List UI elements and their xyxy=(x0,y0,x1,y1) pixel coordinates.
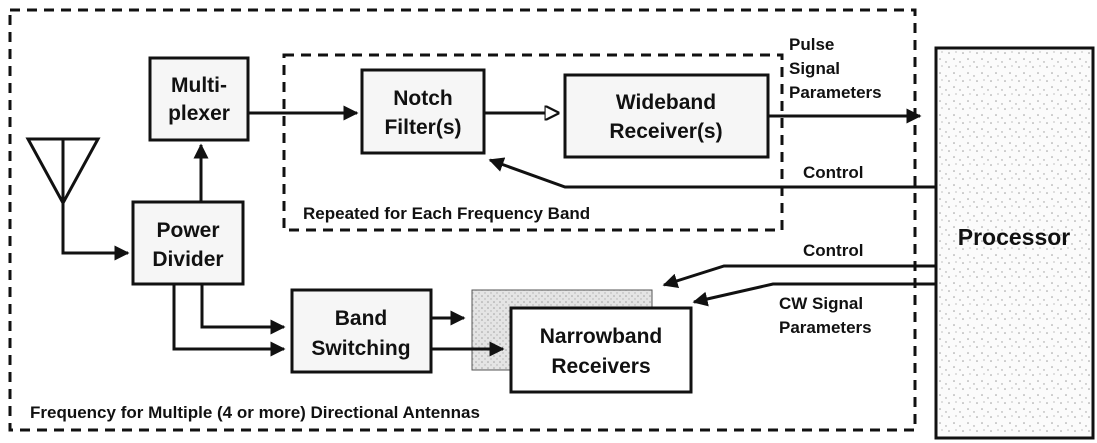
wideband-receiver-label-line-2: Receiver(s) xyxy=(609,120,722,143)
repeated-band-label: Repeated for Each Frequency Band xyxy=(303,204,590,223)
multiplexer-label-line-2: plexer xyxy=(168,102,230,125)
power-divider-block: Power Divider xyxy=(131,200,245,286)
outer-frame xyxy=(8,8,917,432)
processor-label: Processor xyxy=(958,224,1071,250)
band-switching-block: Band Switching xyxy=(290,288,433,374)
pulse-signal-label-line-1: Pulse xyxy=(789,35,834,54)
pulse-signal-label-line-2: Signal xyxy=(789,59,840,78)
outer-frame-label: Frequency for Multiple (4 or more) Direc… xyxy=(30,403,480,422)
pulse-signal-label-line-3: Parameters xyxy=(789,83,882,102)
control-lower-label: Control xyxy=(803,241,863,260)
antenna-icon xyxy=(25,137,101,207)
multiplexer-block: Multi- plexer xyxy=(148,56,250,142)
control-upper-label: Control xyxy=(803,163,863,182)
power-divider-to-band-switching-wire-2 xyxy=(172,284,286,357)
power-divider-label-line-2: Divider xyxy=(152,248,223,271)
cw-signal-label-line-2: Parameters xyxy=(779,318,872,337)
processor-block: Processor xyxy=(934,46,1095,440)
band-switching-label-line-2: Switching xyxy=(311,337,410,360)
cw-signal-label-line-1: CW Signal xyxy=(779,294,863,313)
antenna-to-power-divider-wire xyxy=(61,203,130,261)
power-divider-label-line-1: Power xyxy=(156,219,219,242)
processor-to-notch-filter-control-wire xyxy=(488,157,936,189)
multiplexer-label-line-1: Multi- xyxy=(171,74,227,97)
narrowband-receivers-label-line-2: Receivers xyxy=(551,355,650,378)
processor-to-narrowband-cw-wire xyxy=(692,282,936,307)
notch-filter-label-line-1: Notch xyxy=(393,87,453,110)
narrowband-receivers-block: Narrowband Receivers xyxy=(471,289,693,394)
power-divider-to-band-switching-wire-1 xyxy=(200,284,286,335)
narrowband-receivers-label-line-1: Narrowband xyxy=(540,325,663,348)
repeated-band-frame xyxy=(282,53,784,232)
wideband-receiver-label-line-1: Wideband xyxy=(616,91,716,114)
band-switching-label-line-1: Band xyxy=(335,307,388,330)
processor-to-narrowband-control-wire xyxy=(662,264,936,289)
notch-filter-label-line-2: Filter(s) xyxy=(384,116,461,139)
wideband-receiver-block: Wideband Receiver(s) xyxy=(563,73,770,159)
notch-filter-block: Notch Filter(s) xyxy=(360,68,486,155)
